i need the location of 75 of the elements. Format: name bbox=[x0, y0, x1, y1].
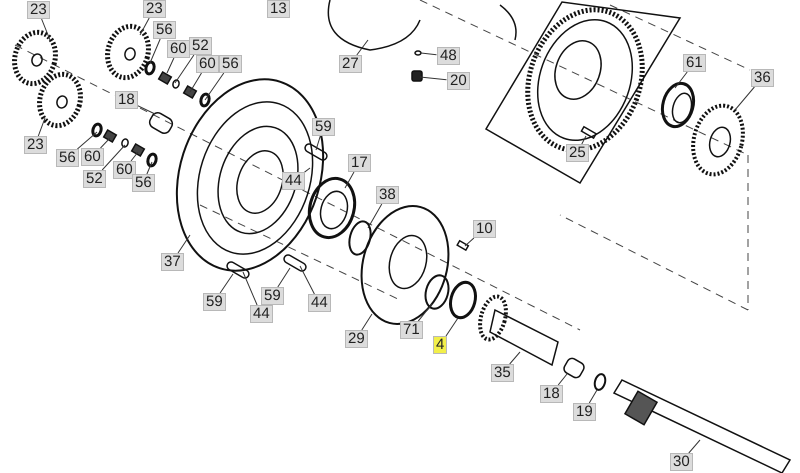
callout-number: 27 bbox=[339, 55, 362, 73]
callout-number: 38 bbox=[376, 186, 399, 204]
leader-line bbox=[137, 105, 156, 114]
callout-number: 37 bbox=[161, 253, 184, 271]
leader-line bbox=[581, 136, 586, 144]
callout-number: 10 bbox=[473, 220, 496, 238]
leader-line bbox=[38, 118, 46, 136]
leader-line bbox=[150, 38, 161, 64]
leader-line bbox=[688, 440, 700, 454]
callout-number: 18 bbox=[540, 385, 563, 403]
callout-number: 71 bbox=[400, 321, 423, 339]
leader-line bbox=[146, 162, 152, 174]
callout-number: 56 bbox=[153, 21, 176, 39]
leader-line bbox=[166, 58, 174, 74]
callout-number: 56 bbox=[56, 149, 79, 167]
callout-number: 23 bbox=[27, 1, 50, 19]
callout-number: 13 bbox=[267, 0, 290, 18]
leader-line bbox=[734, 86, 755, 110]
leader-line bbox=[76, 132, 98, 150]
leader-line bbox=[446, 318, 458, 336]
callout-number: 48 bbox=[437, 47, 460, 65]
leader-line bbox=[361, 314, 372, 330]
leader-line bbox=[100, 138, 110, 148]
callout-number: 25 bbox=[566, 144, 589, 162]
callout-number: 44 bbox=[250, 305, 273, 323]
callout-number: 30 bbox=[670, 453, 693, 471]
callout-number: 18 bbox=[115, 91, 138, 109]
callout-number: 60 bbox=[81, 148, 104, 166]
callout-number: 56 bbox=[219, 55, 242, 73]
leader-line bbox=[300, 266, 315, 294]
leader-line bbox=[418, 304, 432, 322]
leader-line bbox=[344, 172, 354, 188]
leader-line bbox=[178, 234, 190, 254]
callout-number: 4 bbox=[433, 336, 448, 354]
callout-number: 44 bbox=[308, 294, 331, 312]
callout-number: 19 bbox=[573, 403, 596, 421]
callout-number: 56 bbox=[132, 174, 155, 192]
leader-line bbox=[130, 152, 138, 162]
callout-number: 29 bbox=[345, 330, 368, 348]
leader-line bbox=[304, 168, 310, 173]
leader-line bbox=[420, 76, 447, 80]
callout-number: 36 bbox=[751, 69, 774, 87]
callout-number: 59 bbox=[312, 118, 335, 136]
leader-line bbox=[316, 136, 321, 150]
leader-line bbox=[242, 272, 258, 306]
leader-line bbox=[588, 390, 598, 404]
leader-line bbox=[509, 352, 520, 364]
callout-number: 23 bbox=[143, 0, 166, 18]
leader-line bbox=[220, 274, 234, 294]
leader-line bbox=[356, 40, 368, 56]
leader-line bbox=[190, 72, 202, 92]
callout-number: 52 bbox=[189, 37, 212, 55]
callout-number: 60 bbox=[196, 55, 219, 73]
callout-number: 44 bbox=[282, 172, 305, 190]
leader-line bbox=[102, 144, 126, 170]
leader-line bbox=[674, 72, 688, 88]
callout-number: 59 bbox=[261, 287, 284, 305]
leader-line bbox=[41, 18, 50, 40]
leader-line bbox=[277, 268, 290, 288]
leader-line bbox=[420, 52, 437, 56]
callout-number: 35 bbox=[491, 364, 514, 382]
callout-number: 60 bbox=[167, 40, 190, 58]
leader-line bbox=[558, 374, 568, 386]
leader-line bbox=[140, 18, 150, 36]
leader-line bbox=[174, 54, 194, 84]
callout-number: 61 bbox=[683, 54, 706, 72]
callout-number: 20 bbox=[447, 72, 470, 90]
callout-number: 23 bbox=[24, 136, 47, 154]
callout-number: 60 bbox=[113, 161, 136, 179]
leader-line bbox=[204, 72, 224, 100]
callout-number: 17 bbox=[348, 154, 371, 172]
leader-line bbox=[464, 238, 474, 246]
leader-line bbox=[368, 204, 382, 228]
callout-number: 59 bbox=[203, 293, 226, 311]
callout-number: 52 bbox=[83, 170, 106, 188]
